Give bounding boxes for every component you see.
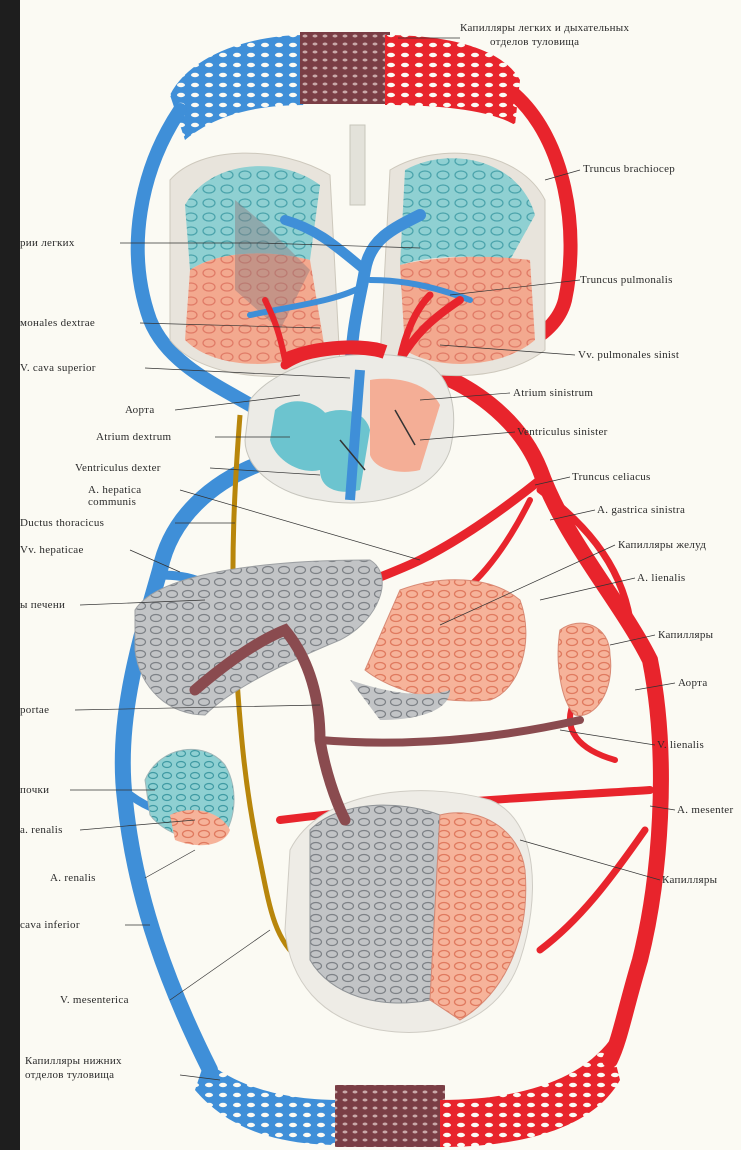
- label-v-mesenterica: V. mesenterica: [60, 994, 129, 1006]
- label-truncus-pulmonalis: Truncus pulmonalis: [580, 274, 673, 286]
- diagram-paper: Капилляры легких и дыхательных отделов т…: [20, 0, 741, 1150]
- label-atrium-sinistrum: Atrium sinistrum: [513, 387, 593, 399]
- label-kapillary-pochki: почки: [20, 784, 49, 796]
- label-a-hepatica-communis: communis: [88, 496, 136, 508]
- label-top-caps-line1: Капилляры легких и дыхательных: [460, 22, 629, 34]
- label-v-portae: portae: [20, 704, 49, 716]
- label-ventriculus-dexter: Ventriculus dexter: [75, 462, 161, 474]
- label-vv-hepaticae: Vv. hepaticae: [20, 544, 84, 556]
- stomach-spleen: [350, 580, 611, 720]
- label-vena-cava-superior: V. cava superior: [20, 362, 96, 374]
- label-vv-pulmonales-sinistrae: Vv. pulmonales sinist: [578, 349, 679, 361]
- label-kapillary-zheludka: Капилляры желуд: [618, 539, 706, 551]
- lower-capillary-bed: [195, 1040, 620, 1147]
- label-atrium-dextrum: Atrium dextrum: [96, 431, 171, 443]
- label-a-gastrica-sinistra: A. gastrica sinistra: [597, 504, 685, 516]
- label-top-caps-line2: отделов туловища: [490, 36, 579, 48]
- label-arterii-legkih: рии легких: [20, 237, 75, 249]
- upper-capillary-bed: [170, 32, 520, 140]
- intestines: [285, 791, 532, 1033]
- label-truncus-brachiocephalicus: Truncus brachiocep: [583, 163, 675, 175]
- splenic-vein: [320, 720, 580, 743]
- label-kapillary-kishechnika: Капилляры: [662, 874, 717, 886]
- label-a-renalis: A. renalis: [50, 872, 96, 884]
- label-a-hepatica: A. hepatica: [88, 484, 141, 496]
- label-a-mesenterica: A. mesenter: [677, 804, 733, 816]
- label-ventriculus-sinister: Ventriculus sinister: [517, 426, 608, 438]
- label-bottom-caps-line1: Капилляры нижних: [25, 1055, 122, 1067]
- label-truncus-celiacus: Truncus celiacus: [572, 471, 651, 483]
- kidney: [145, 749, 234, 845]
- label-kapillary-pecheni: ы печени: [20, 599, 65, 611]
- label-v-renalis: a. renalis: [20, 824, 63, 836]
- label-ductus-thoracicus: Ductus thoracicus: [20, 517, 104, 529]
- label-bottom-caps-line2: отделов туловища: [25, 1069, 114, 1081]
- label-kapillary-selezenki: Капилляры: [658, 629, 713, 641]
- label-aorta-left: Аорта: [125, 404, 155, 416]
- label-vena-cava-inferior: cava inferior: [20, 919, 80, 931]
- label-v-lienalis: V. lienalis: [657, 739, 704, 751]
- label-a-lienalis: A. lienalis: [637, 572, 686, 584]
- label-aorta-right: Аорта: [678, 677, 708, 689]
- label-vv-pulmonales-dextrae: монales dextrae: [20, 317, 95, 329]
